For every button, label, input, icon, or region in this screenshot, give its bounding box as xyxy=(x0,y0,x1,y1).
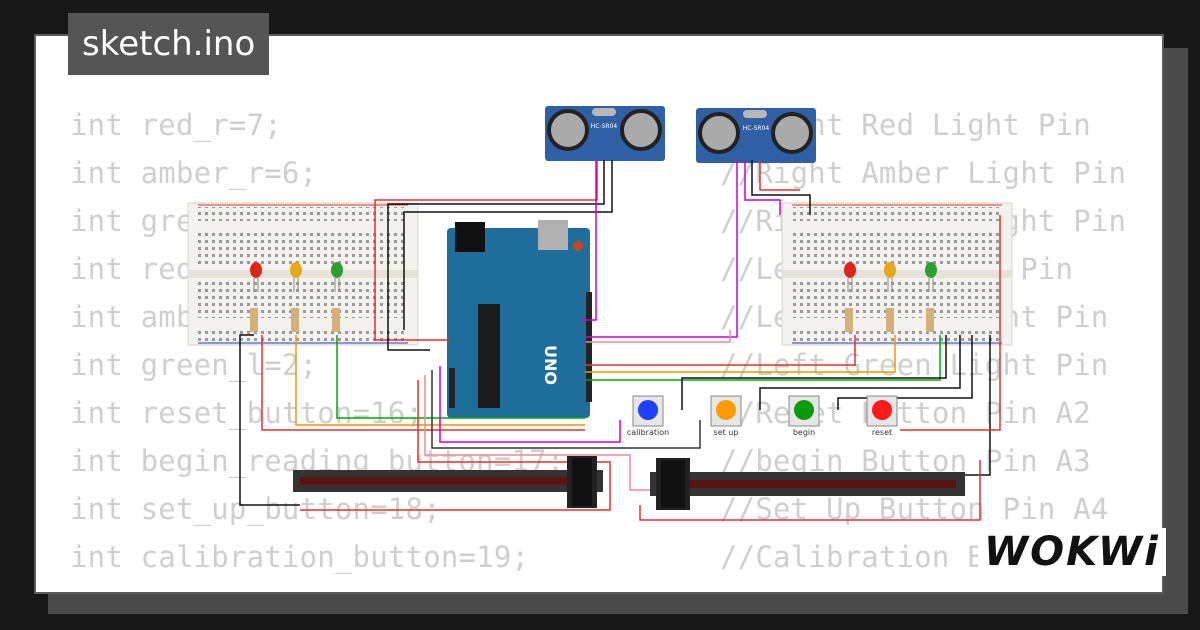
right-breadboard xyxy=(781,202,1013,346)
amber-led xyxy=(884,262,896,292)
code-line: int red_r=7; xyxy=(70,108,282,142)
code-line: int calibration_button=19; xyxy=(70,540,530,574)
wokwi-logo: WOKWi xyxy=(978,528,1166,576)
button-label: reset xyxy=(872,428,892,437)
board-label: UNO xyxy=(541,345,560,385)
wires xyxy=(239,160,1001,521)
resistor xyxy=(886,308,894,332)
resistor xyxy=(926,308,934,332)
file-name-tab[interactable]: sketch.ino xyxy=(68,13,270,75)
button-label: begin xyxy=(793,428,815,437)
arduino-uno-board[interactable]: UNO xyxy=(447,220,592,418)
left-breadboard xyxy=(187,202,419,346)
left-leds xyxy=(250,262,343,332)
green-led xyxy=(925,262,937,292)
red-led xyxy=(844,262,856,292)
sensor-label: HC-SR04 xyxy=(743,125,770,132)
code-line: int green_l=2; xyxy=(70,348,318,382)
slide-potentiometer-right[interactable] xyxy=(650,458,965,510)
code-line: int amber_r=6; xyxy=(70,156,318,190)
code-comment: //Right Amber Light Pin xyxy=(720,156,1127,190)
slide-potentiometer-left[interactable] xyxy=(293,456,603,508)
reset-button[interactable]: reset xyxy=(866,395,898,437)
begin-button[interactable]: begin xyxy=(788,395,820,437)
ultrasonic-sensor-right[interactable]: HC-SR04 xyxy=(696,108,816,163)
right-leds xyxy=(844,262,937,332)
ultrasonic-sensor-left[interactable]: HC-SR04 xyxy=(545,106,665,161)
red-led xyxy=(250,262,262,292)
button-label: set up xyxy=(714,428,739,437)
calibration-button[interactable]: calibration xyxy=(627,395,669,437)
resistor xyxy=(291,308,299,332)
code-comment: //Left Green Light Pin xyxy=(720,348,1109,382)
amber-led xyxy=(290,262,302,292)
resistor xyxy=(250,308,258,332)
sensor-label: HC-SR04 xyxy=(591,123,618,130)
resistor xyxy=(332,308,340,332)
code-line: int set_up_button=18; xyxy=(70,492,441,526)
green-led xyxy=(331,262,343,292)
resistor xyxy=(845,308,853,332)
button-label: calibration xyxy=(627,428,669,437)
set-up-button[interactable]: set up xyxy=(710,395,742,437)
